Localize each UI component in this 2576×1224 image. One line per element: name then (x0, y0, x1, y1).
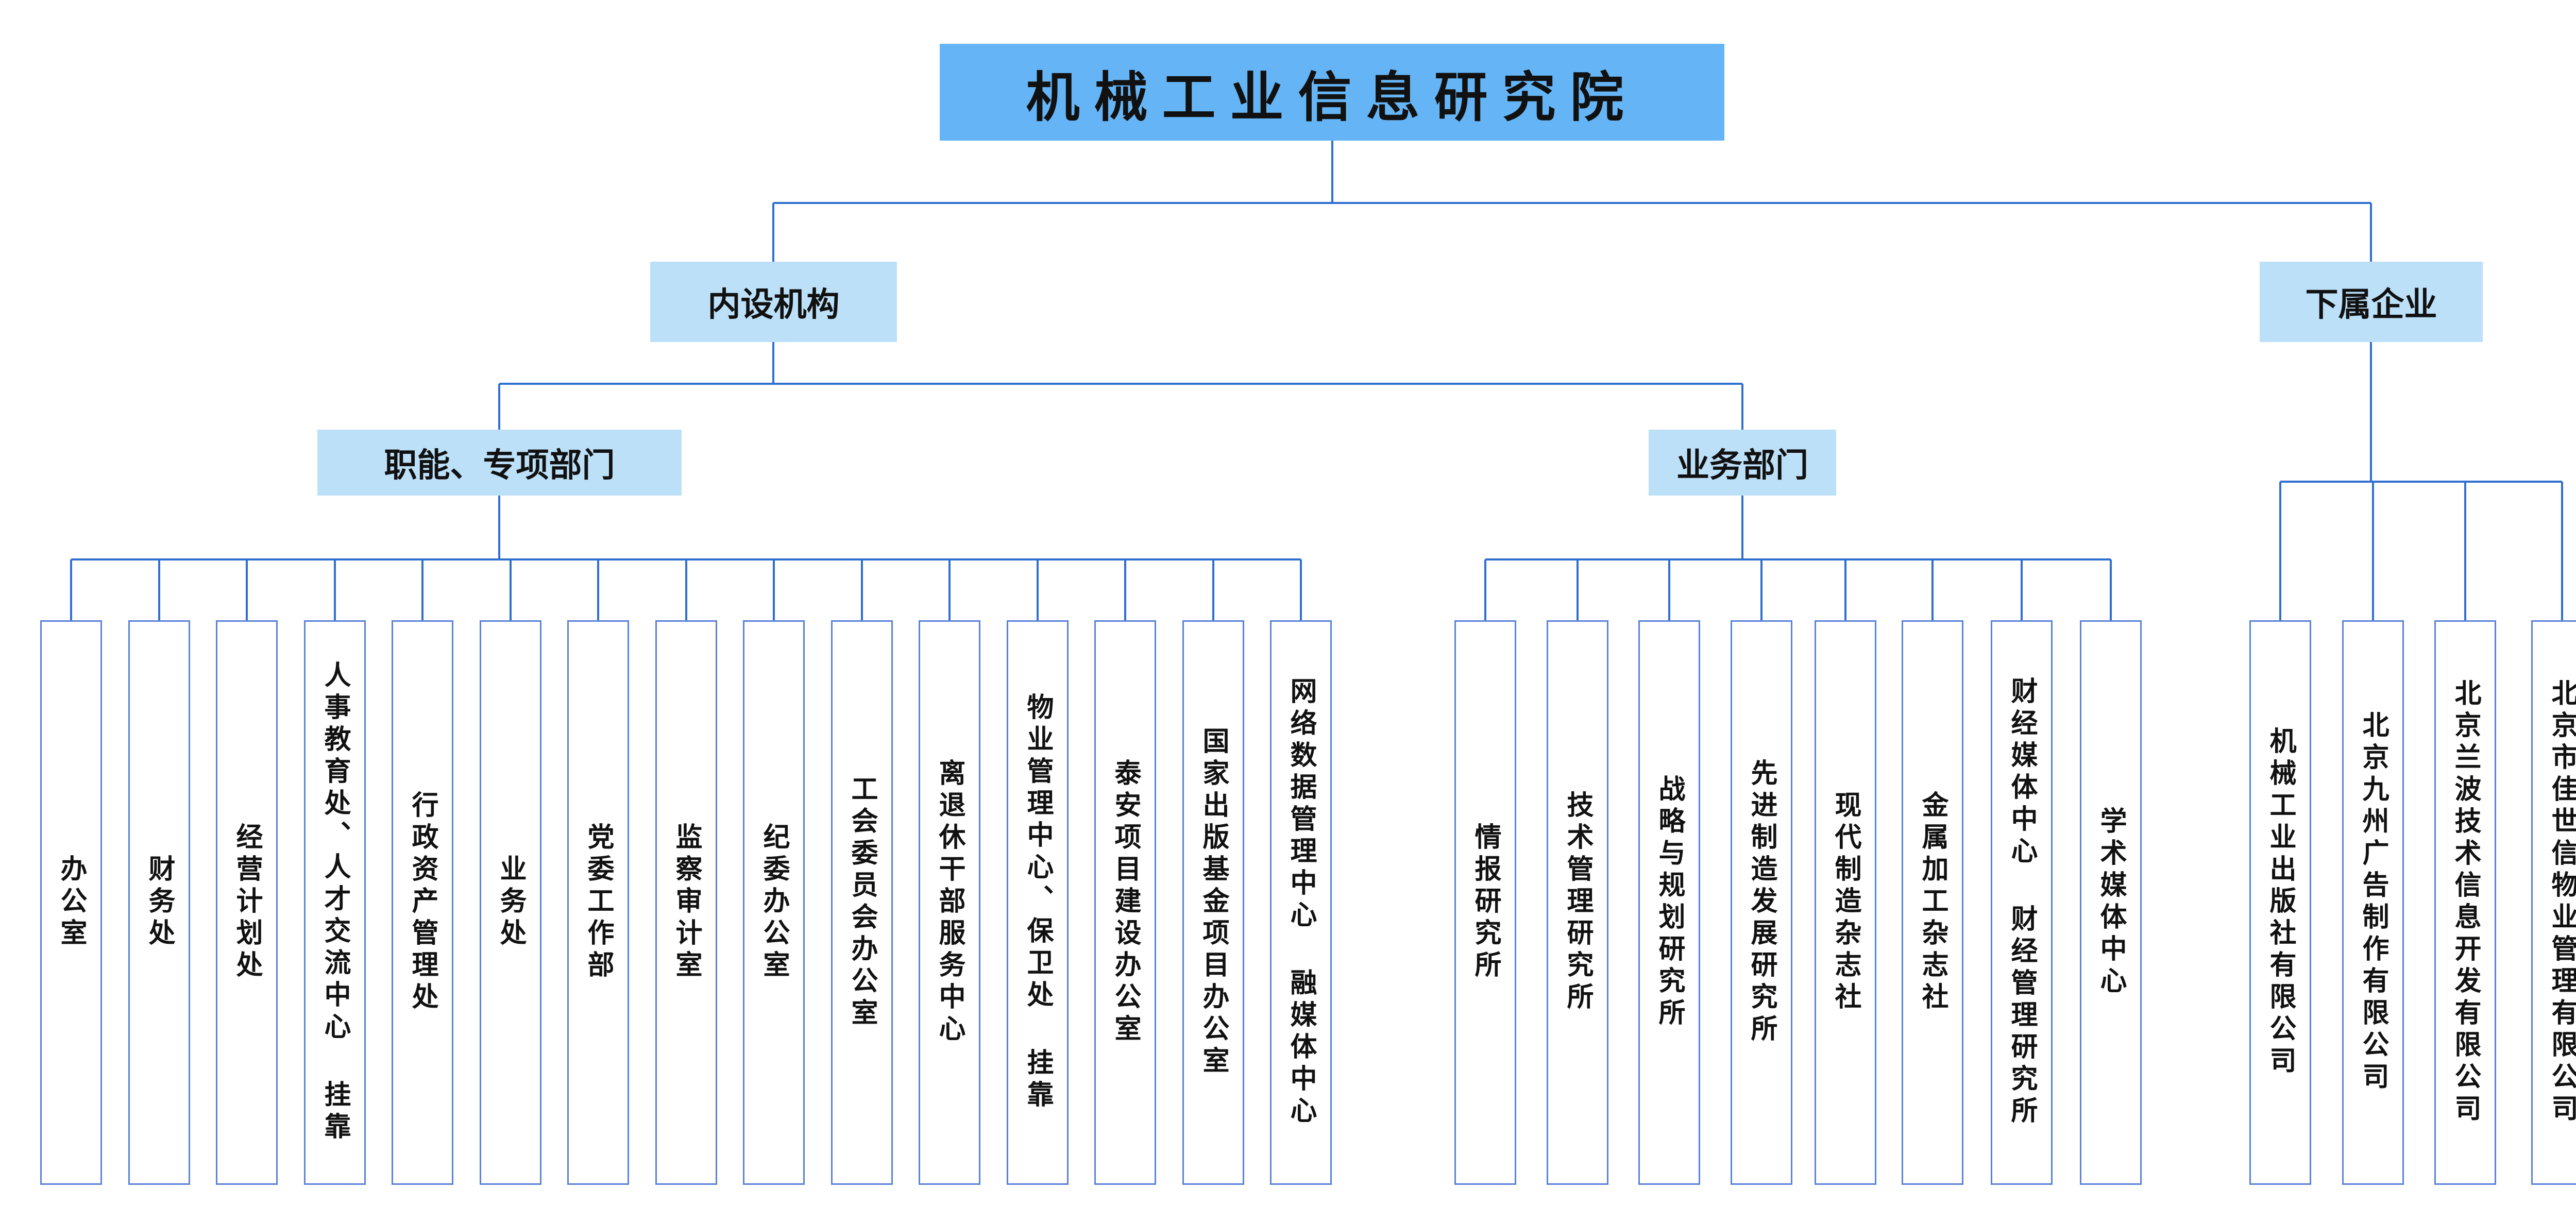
business-unit-label: 财经媒体中心 财经管理研究所 (2006, 677, 2037, 1128)
functional-unit-box: 泰安项目建设办公室 (1094, 620, 1156, 1185)
functional-unit-label: 泰安项目建设办公室 (1110, 759, 1141, 1046)
functional-unit-box: 经营计划处 (216, 620, 278, 1185)
functional-unit-label: 网络数据管理中心 融媒体中心 (1285, 677, 1316, 1128)
subsidiary-unit-label: 北京兰波技术信息开发有限公司 (2450, 679, 2481, 1126)
business-unit-label: 先进制造发展研究所 (1746, 759, 1777, 1046)
subsidiary-unit-label: 北京九州广告制作有限公司 (2358, 711, 2388, 1094)
functional-unit-label: 纪委办公室 (758, 823, 789, 982)
business-unit-box: 金属加工杂志社 (1902, 620, 1963, 1185)
functional-unit-box: 业务处 (480, 620, 541, 1185)
functional-unit-box: 财务处 (128, 620, 190, 1185)
business-unit-label: 金属加工杂志社 (1917, 791, 1948, 1014)
business-unit-box: 战略与规划研究所 (1638, 620, 1700, 1185)
root-node: 机械工业信息研究院 (940, 44, 1724, 141)
subsidiary-unit-box: 机械工业出版社有限公司 (2249, 620, 2311, 1185)
internal-branch-node: 内设机构 (650, 262, 897, 342)
functional-unit-box: 监察审计室 (655, 620, 717, 1185)
business-unit-box: 先进制造发展研究所 (1731, 620, 1792, 1185)
functional-unit-label: 行政资产管理处 (407, 791, 438, 1014)
functional-unit-label: 党委工作部 (583, 823, 614, 982)
functional-unit-label: 监察审计室 (671, 823, 702, 982)
subsidiary-unit-label: 北京市佳世信物业管理有限公司 (2547, 679, 2576, 1126)
business-unit-label: 战略与规划研究所 (1654, 775, 1685, 1030)
subsidiary-unit-label: 机械工业出版社有限公司 (2265, 727, 2296, 1078)
subsidiary-unit-box: 北京九州广告制作有限公司 (2342, 620, 2404, 1185)
business-unit-label: 技术管理研究所 (1562, 791, 1593, 1014)
functional-unit-label: 物业管理中心、保卫处 挂靠 (1022, 693, 1053, 1112)
business-unit-box: 技术管理研究所 (1547, 620, 1608, 1185)
functional-unit-box: 离退休干部服务中心 (919, 620, 980, 1185)
functional-unit-box: 纪委办公室 (743, 620, 805, 1185)
root-label: 机械工业信息研究院 (1026, 65, 1638, 129)
functional-unit-box: 党委工作部 (567, 620, 629, 1185)
internal-branch-label: 内设机构 (707, 286, 840, 324)
business-group-node: 业务部门 (1649, 430, 1836, 496)
functional-group-node: 职能、专项部门 (317, 430, 682, 496)
functional-unit-box: 行政资产管理处 (392, 620, 453, 1185)
subsidiaries-branch-node: 下属企业 (2260, 262, 2483, 342)
functional-unit-label: 离退休干部服务中心 (934, 759, 965, 1046)
functional-unit-box: 国家出版基金项目办公室 (1182, 620, 1244, 1185)
business-unit-box: 学术媒体中心 (2080, 620, 2142, 1185)
functional-group-label: 职能、专项部门 (384, 447, 615, 485)
functional-unit-box: 工会委员会办公室 (831, 620, 893, 1185)
functional-unit-label: 国家出版基金项目办公室 (1198, 727, 1229, 1078)
business-group-label: 业务部门 (1676, 447, 1808, 485)
business-unit-label: 学术媒体中心 (2095, 807, 2126, 998)
functional-unit-label: 业务处 (495, 855, 526, 950)
business-unit-label: 现代制造杂志社 (1830, 791, 1861, 1014)
business-unit-box: 现代制造杂志社 (1815, 620, 1876, 1185)
functional-unit-label: 财务处 (144, 855, 175, 950)
functional-unit-label: 人事教育处、人才交流中心 挂靠 (319, 661, 350, 1144)
business-unit-label: 情报研究所 (1470, 823, 1501, 982)
functional-unit-label: 工会委员会办公室 (846, 775, 877, 1030)
functional-unit-box: 物业管理中心、保卫处 挂靠 (1007, 620, 1069, 1185)
functional-unit-label: 经营计划处 (231, 823, 262, 982)
functional-unit-box: 办公室 (40, 620, 102, 1185)
business-unit-box: 财经媒体中心 财经管理研究所 (1991, 620, 2053, 1185)
functional-unit-box: 人事教育处、人才交流中心 挂靠 (304, 620, 366, 1185)
subsidiary-unit-box: 北京兰波技术信息开发有限公司 (2434, 620, 2496, 1185)
functional-unit-box: 网络数据管理中心 融媒体中心 (1270, 620, 1332, 1185)
subsidiary-unit-box: 北京市佳世信物业管理有限公司 (2531, 620, 2576, 1185)
functional-unit-label: 办公室 (56, 855, 87, 950)
subsidiaries-branch-label: 下属企业 (2305, 286, 2437, 324)
business-unit-box: 情报研究所 (1454, 620, 1516, 1185)
